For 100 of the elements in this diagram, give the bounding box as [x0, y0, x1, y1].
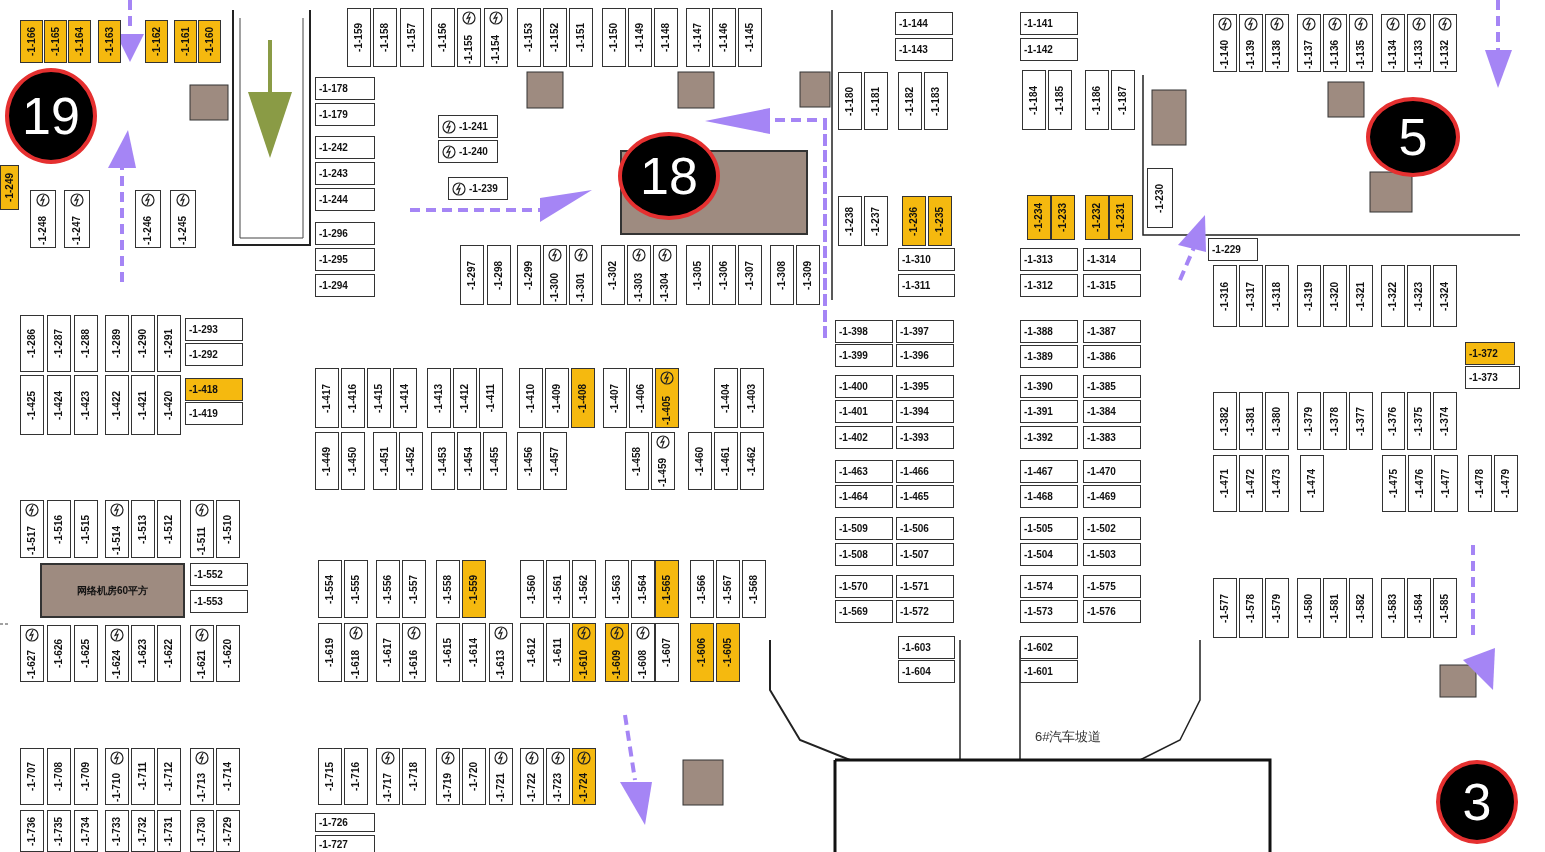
space-number: -1-609: [612, 650, 622, 679]
space-number: -1-475: [1389, 469, 1399, 498]
space-number: -1-141: [1024, 18, 1053, 29]
space-number: -1-581: [1330, 593, 1340, 623]
space-number: -1-504: [1024, 549, 1053, 560]
space-number: -1-460: [695, 446, 705, 476]
space-number: -1-583: [1388, 593, 1398, 623]
space-number: -1-415: [374, 383, 384, 413]
space-number: -1-383: [1087, 432, 1116, 443]
space-number: -1-139: [1246, 40, 1256, 69]
space-number: -1-730: [197, 816, 207, 846]
space-number: -1-627: [27, 650, 37, 679]
space-number: -1-385: [1087, 381, 1116, 392]
space-number: -1-230: [1155, 183, 1165, 213]
space-number: -1-451: [380, 446, 390, 476]
space-number: -1-316: [1220, 281, 1230, 311]
space-number: -1-290: [138, 329, 148, 358]
space-number: -1-477: [1441, 469, 1451, 498]
space-number: -1-575: [1087, 581, 1116, 592]
space-number: -1-312: [1024, 280, 1053, 291]
space-number: -1-476: [1415, 469, 1425, 498]
space-number: -1-393: [900, 432, 929, 443]
space-number: -1-578: [1246, 593, 1256, 623]
space-number: -1-147: [693, 23, 703, 52]
space-number: -1-617: [383, 638, 393, 667]
space-number: -1-310: [902, 254, 931, 265]
space-number: -1-391: [1024, 406, 1053, 417]
space-number: -1-164: [74, 27, 85, 56]
space-number: -1-237: [871, 206, 881, 236]
space-number: -1-401: [839, 406, 868, 417]
circled-number: 18: [618, 132, 720, 220]
space-number: -1-450: [348, 446, 358, 476]
space-number: -1-561: [553, 574, 563, 604]
space-number: -1-315: [1087, 280, 1116, 291]
space-number: -1-560: [527, 574, 537, 604]
space-number: -1-712: [164, 762, 174, 791]
space-number: -1-303: [634, 273, 644, 302]
space-number: -1-155: [464, 35, 474, 64]
space-number: -1-621: [197, 650, 207, 679]
space-number: -1-322: [1388, 281, 1398, 311]
space-number: -1-576: [1087, 606, 1116, 617]
space-number: -1-378: [1330, 406, 1340, 436]
circled-number: 3: [1436, 760, 1518, 844]
space-number: -1-396: [900, 350, 929, 361]
space-number: -1-288: [81, 329, 91, 358]
space-number: -1-619: [325, 638, 335, 667]
space-number: -1-623: [138, 639, 148, 668]
space-number: -1-731: [164, 816, 174, 846]
space-number: -1-313: [1024, 254, 1053, 265]
space-number: -1-602: [1024, 642, 1053, 653]
space-number: -1-399: [839, 350, 868, 361]
space-number: -1-455: [490, 446, 500, 476]
space-number: -1-735: [54, 816, 64, 846]
space-number: -1-235: [935, 206, 945, 236]
space-number: -1-181: [871, 86, 881, 116]
space-number: -1-454: [464, 446, 474, 476]
space-number: -1-386: [1087, 351, 1116, 362]
space-number: -1-239: [469, 183, 498, 194]
space-number: -1-509: [839, 523, 868, 534]
space-number: -1-178: [319, 83, 348, 94]
space-number: -1-565: [662, 574, 672, 604]
space-number: -1-456: [524, 446, 534, 476]
space-number: -1-142: [1024, 44, 1053, 55]
space-number: -1-425: [27, 390, 37, 420]
space-number: -1-568: [749, 574, 759, 604]
space-number: -1-381: [1246, 406, 1256, 436]
space-number: -1-229: [1212, 244, 1241, 255]
space-number: -1-138: [1272, 40, 1282, 69]
space-number: -1-511: [197, 526, 207, 555]
space-number: -1-247: [72, 216, 82, 245]
space-number: -1-611: [553, 638, 563, 667]
space-number: -1-403: [747, 383, 757, 413]
space-number: -1-516: [54, 514, 64, 544]
space-number: -1-307: [745, 260, 755, 290]
space-number: -1-144: [899, 18, 928, 29]
space-number: -1-464: [839, 491, 868, 502]
space-number: -1-179: [319, 109, 348, 120]
space-number: -1-463: [839, 466, 868, 477]
space-number: -1-418: [189, 384, 218, 395]
space-number: -1-614: [469, 638, 479, 667]
space-number: -1-721: [496, 773, 506, 802]
space-number: -1-398: [839, 326, 868, 337]
space-number: -1-610: [579, 650, 589, 679]
space-number: -1-715: [325, 762, 335, 791]
space-number: -1-137: [1304, 40, 1314, 69]
space-number: -1-410: [526, 383, 536, 413]
space-number: -1-714: [223, 762, 233, 791]
space-number: -1-404: [721, 383, 731, 413]
space-number: -1-140: [1220, 40, 1230, 69]
space-number: -1-424: [54, 390, 64, 420]
space-number: -1-302: [608, 260, 618, 290]
space-number: -1-473: [1272, 469, 1282, 498]
space-number: -1-720: [469, 762, 479, 791]
space-number: -1-626: [54, 639, 64, 668]
space-number: -1-622: [164, 639, 174, 668]
space-number: -1-148: [661, 23, 671, 52]
space-number: -1-407: [610, 383, 620, 413]
space-number: -1-736: [27, 816, 37, 846]
space-number: -1-324: [1440, 281, 1450, 311]
space-number: -1-240: [459, 146, 488, 157]
